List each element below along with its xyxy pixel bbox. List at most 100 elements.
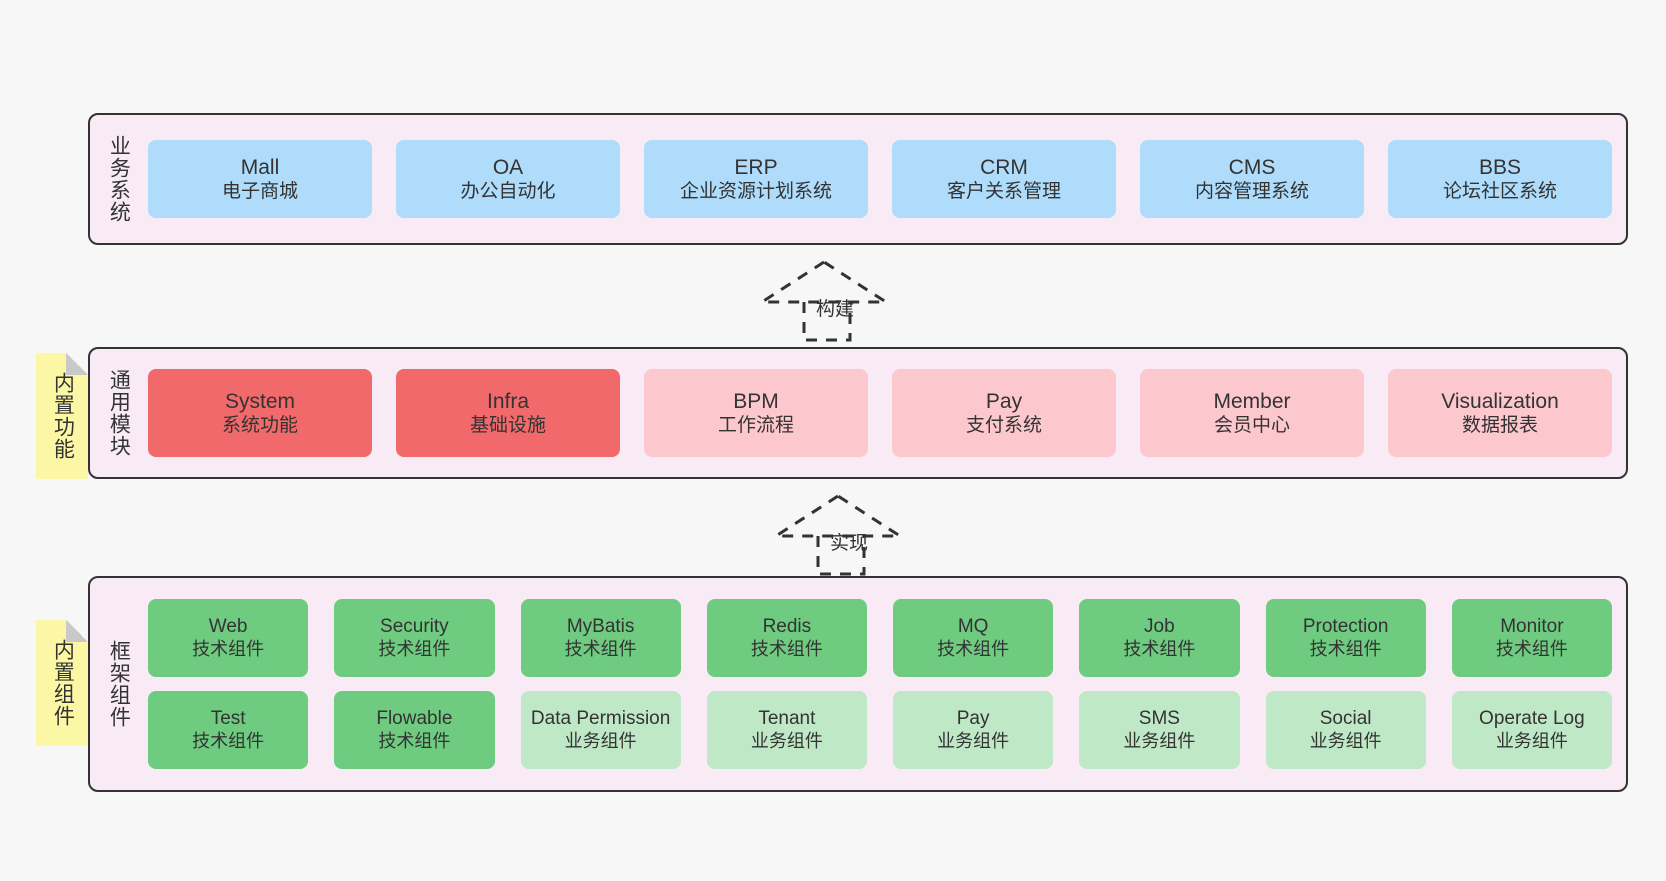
card-title: Test [210,708,246,730]
card-title: Tenant [758,708,816,730]
card-title: CMS [1228,155,1276,179]
card-title: Data Permission [530,708,671,730]
card-subtitle: 业务组件 [1495,730,1568,751]
connector-implement-label: 实现 [830,533,869,554]
card-subtitle: 企业资源计划系统 [679,181,832,203]
card-visualization[interactable]: Visualization 数据报表 [1388,369,1612,457]
card-subtitle: 工作流程 [717,415,794,437]
card-oa[interactable]: OA 办公自动化 [396,140,620,218]
card-flowable[interactable]: Flowable 技术组件 [334,691,495,769]
framework-business-row: Test 技术组件 Flowable 技术组件 Data Permission … [148,691,1612,769]
card-title: SMS [1138,708,1180,730]
layer-body-framework-component: Web 技术组件 Security 技术组件 MyBatis 技术组件 Redi… [146,578,1626,790]
card-title: MyBatis [566,616,635,638]
card-title: Operate Log [1479,708,1585,730]
note-label: 内置功能 [51,372,75,460]
card-subtitle: 技术组件 [1123,638,1196,659]
card-title: BBS [1478,155,1522,179]
card-test[interactable]: Test 技术组件 [148,691,309,769]
layer-title-business-system: 业务系统 [107,135,131,223]
card-system[interactable]: System 系统功能 [148,369,372,457]
card-subtitle: 论坛社区系统 [1442,181,1557,203]
card-title: Member [1213,389,1291,413]
layer-business-system: 业务系统 Mall 电子商城 OA 办公自动化 ERP 企业资源计划系统 CRM… [88,113,1628,245]
card-redis[interactable]: Redis 技术组件 [706,599,867,677]
note-fold-icon [66,620,88,642]
card-mq[interactable]: MQ 技术组件 [893,599,1054,677]
layer-body-common-module: System 系统功能 Infra 基础设施 BPM 工作流程 Pay 支付系统… [146,349,1626,477]
card-subtitle: 技术组件 [192,730,265,751]
layer-title-framework-component: 框架组件 [107,640,131,728]
card-social[interactable]: Social 业务组件 [1265,691,1426,769]
card-bbs[interactable]: BBS 论坛社区系统 [1388,140,1612,218]
card-title: Mall [240,155,280,179]
card-job[interactable]: Job 技术组件 [1079,599,1240,677]
connector-implement: 实现 [770,492,912,578]
card-erp[interactable]: ERP 企业资源计划系统 [644,140,868,218]
card-mybatis[interactable]: MyBatis 技术组件 [520,599,681,677]
note-label: 内置组件 [51,639,75,727]
card-subtitle: 系统功能 [221,415,298,437]
layer-body-business-system: Mall 电子商城 OA 办公自动化 ERP 企业资源计划系统 CRM 客户关系… [146,115,1626,243]
card-title: Pay [956,708,990,730]
card-operate-log[interactable]: Operate Log 业务组件 [1451,691,1612,769]
card-subtitle: 电子商城 [221,181,298,203]
card-title: Flowable [376,708,453,730]
card-subtitle: 内容管理系统 [1194,181,1309,203]
card-sms[interactable]: SMS 业务组件 [1079,691,1240,769]
card-title: Redis [762,616,812,638]
card-subtitle: 业务组件 [750,730,823,751]
card-subtitle: 数据报表 [1461,415,1538,437]
card-data-permission[interactable]: Data Permission 业务组件 [520,691,681,769]
note-builtin-function: 内置功能 [36,353,88,479]
connector-stem-icon [802,302,852,342]
card-subtitle: 业务组件 [937,730,1010,751]
card-bpm[interactable]: BPM 工作流程 [644,369,868,457]
card-subtitle: 支付系统 [965,415,1042,437]
card-subtitle: 业务组件 [1309,730,1382,751]
card-title: MQ [957,616,989,638]
card-title: Job [1144,616,1175,638]
card-subtitle: 技术组件 [1495,638,1568,659]
card-infra[interactable]: Infra 基础设施 [396,369,620,457]
card-crm[interactable]: CRM 客户关系管理 [892,140,1116,218]
card-mall[interactable]: Mall 电子商城 [148,140,372,218]
card-subtitle: 技术组件 [750,638,823,659]
business-card-row: Mall 电子商城 OA 办公自动化 ERP 企业资源计划系统 CRM 客户关系… [148,140,1612,218]
card-member[interactable]: Member 会员中心 [1140,369,1364,457]
card-web[interactable]: Web 技术组件 [148,599,309,677]
note-fold-icon [66,353,88,375]
card-title: Visualization [1441,389,1559,413]
common-card-row: System 系统功能 Infra 基础设施 BPM 工作流程 Pay 支付系统… [148,369,1612,457]
card-subtitle: 技术组件 [378,638,451,659]
card-monitor[interactable]: Monitor 技术组件 [1451,599,1612,677]
card-subtitle: 技术组件 [192,638,265,659]
card-title: CRM [980,155,1028,179]
card-pay[interactable]: Pay 支付系统 [892,369,1116,457]
card-tenant[interactable]: Tenant 业务组件 [706,691,867,769]
card-subtitle: 技术组件 [937,638,1010,659]
connector-build-label: 构建 [816,299,855,320]
connector-stem-icon [816,536,866,576]
card-title: System [224,389,295,413]
layer-title-common-module: 通用模块 [107,369,131,457]
card-subtitle: 基础设施 [469,415,546,437]
card-title: Security [380,616,449,638]
card-subtitle: 办公自动化 [460,181,556,203]
card-title: Social [1319,708,1372,730]
card-title: Pay [985,389,1023,413]
card-protection[interactable]: Protection 技术组件 [1265,599,1426,677]
card-title: Protection [1302,616,1389,638]
card-title: Infra [486,389,530,413]
card-subtitle: 业务组件 [564,730,637,751]
card-title: BPM [733,389,779,413]
card-title: OA [492,155,524,179]
card-title: ERP [734,155,778,179]
card-cms[interactable]: CMS 内容管理系统 [1140,140,1364,218]
card-pay-component[interactable]: Pay 业务组件 [893,691,1054,769]
card-subtitle: 技术组件 [564,638,637,659]
card-security[interactable]: Security 技术组件 [334,599,495,677]
card-subtitle: 客户关系管理 [946,181,1061,203]
connector-build: 构建 [756,258,898,344]
